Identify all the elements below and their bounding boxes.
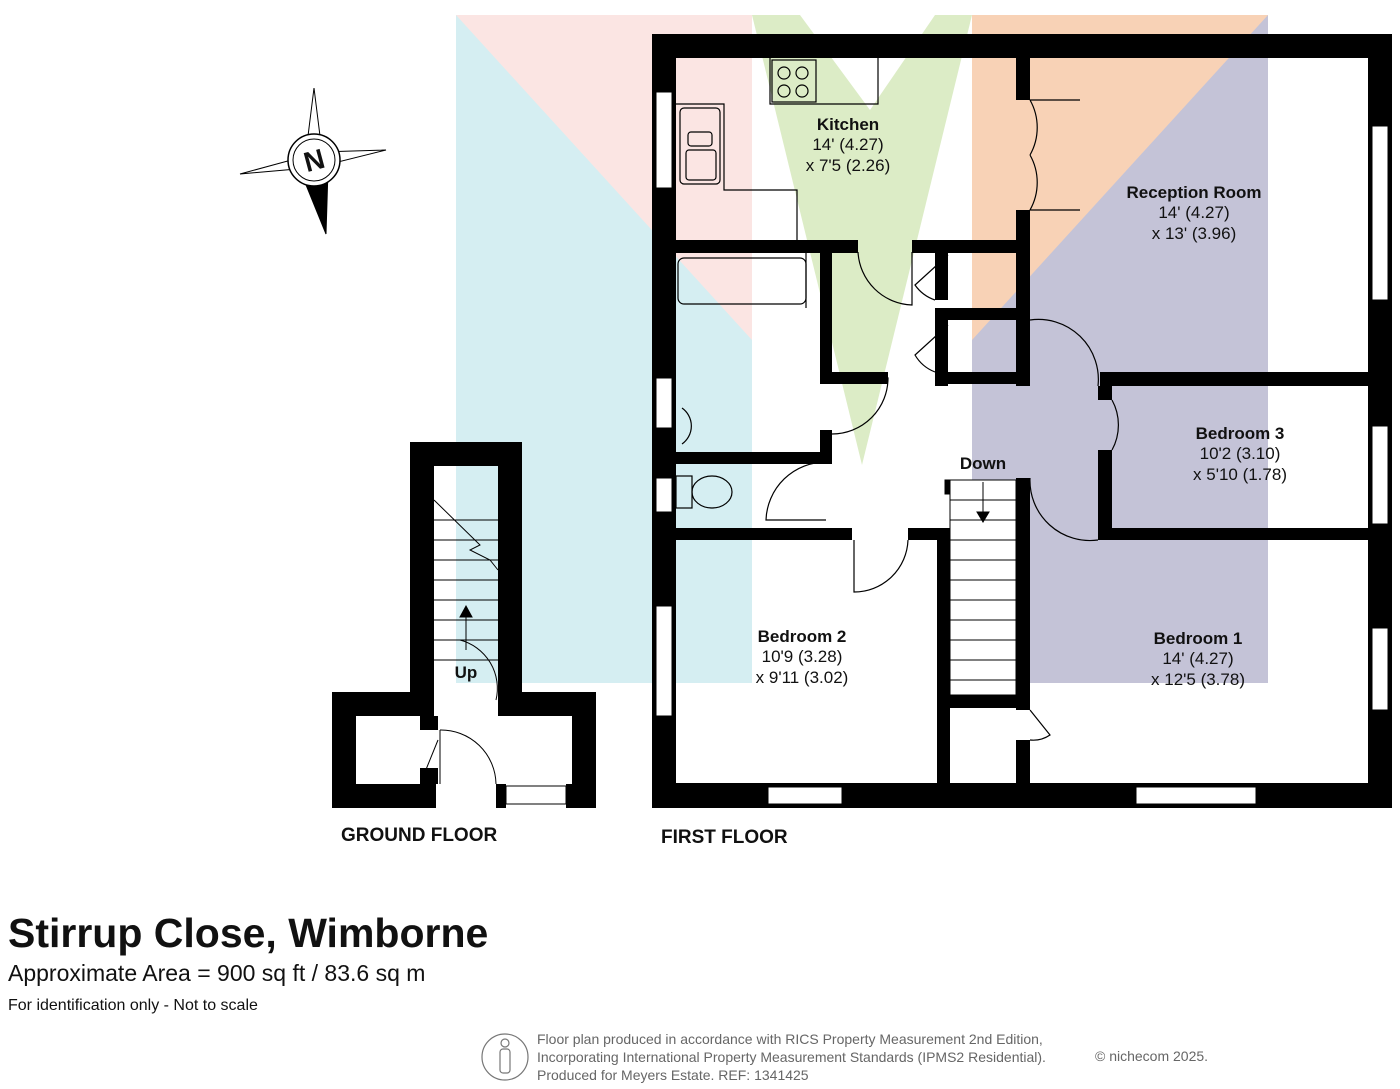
- windows: [655, 91, 1389, 805]
- window: [1371, 627, 1389, 711]
- bedroom2-dim2: x 9'11 (3.02): [756, 668, 849, 687]
- ground-floor-label: GROUND FLOOR: [341, 825, 497, 846]
- hob-ring-icon: [777, 66, 791, 80]
- window: [1371, 125, 1389, 301]
- window: [1135, 786, 1257, 805]
- zone-orange: [972, 15, 1268, 340]
- first-floor-label: FIRST FLOOR: [661, 827, 788, 848]
- cupboard-door[interactable]: [914, 324, 949, 373]
- door[interactable]: [857, 251, 913, 306]
- zone-green: [752, 15, 972, 465]
- footer-text: Floor plan produced in accordance with R…: [537, 1030, 1046, 1084]
- cupboard-door[interactable]: [1029, 709, 1051, 741]
- kitchen-dim1: 14' (4.27): [812, 135, 883, 154]
- bedroom2-name: Bedroom 2: [758, 627, 847, 646]
- double-door[interactable]: [1028, 99, 1080, 211]
- front-door[interactable]: [439, 729, 497, 785]
- room-zones: [456, 15, 1268, 683]
- reception-dim2: x 13' (3.96): [1152, 224, 1237, 243]
- stairs-up-label: Up: [455, 663, 478, 682]
- bedroom1-dim1: 14' (4.27): [1162, 649, 1233, 668]
- kitchen-worktop: [676, 103, 798, 240]
- footer-line1: Floor plan produced in accordance with R…: [537, 1031, 1043, 1047]
- door[interactable]: [1029, 477, 1099, 542]
- footer-line3: Produced for Meyers Estate. REF: 1341425: [537, 1067, 809, 1083]
- approximate-area: Approximate Area = 900 sq ft / 83.6 sq m: [8, 960, 426, 986]
- ground-floor-details: [424, 499, 567, 805]
- property-title: Stirrup Close, Wimborne: [8, 910, 489, 956]
- bedroom3-name: Bedroom 3: [1196, 424, 1285, 443]
- room-labels: Kitchen 14' (4.27) x 7'5 (2.26) Receptio…: [341, 115, 1287, 848]
- reception-name: Reception Room: [1126, 183, 1261, 202]
- door[interactable]: [853, 539, 909, 593]
- fixtures: [675, 58, 1119, 741]
- reception-dim1: 14' (4.27): [1158, 203, 1229, 222]
- cupboard-door[interactable]: [914, 254, 949, 301]
- bedroom1-name: Bedroom 1: [1154, 629, 1243, 648]
- window: [505, 785, 567, 805]
- copyright: © nichecom 2025.: [1095, 1048, 1209, 1064]
- zone-pink: [456, 15, 752, 340]
- sink-icon: [679, 107, 721, 185]
- footer-line2: Incorporating International Property Mea…: [537, 1049, 1046, 1065]
- bedroom2-dim1: 10'9 (3.28): [762, 647, 843, 666]
- identification-note: For identification only - Not to scale: [8, 997, 258, 1014]
- kitchen-name: Kitchen: [817, 115, 879, 134]
- kitchen-dim2: x 7'5 (2.26): [806, 156, 891, 175]
- bedroom3-dim1: 10'2 (3.10): [1200, 444, 1281, 463]
- window: [655, 91, 673, 189]
- window: [655, 477, 673, 513]
- window: [655, 377, 673, 429]
- cupboard-door[interactable]: [424, 739, 439, 773]
- kitchen-worktop-top: [769, 58, 879, 105]
- door[interactable]: [1029, 318, 1099, 387]
- ground-floor-walls: [332, 442, 596, 808]
- window: [1371, 425, 1389, 525]
- door[interactable]: [831, 377, 889, 435]
- window: [655, 605, 673, 717]
- bedroom1-dim2: x 12'5 (3.78): [1151, 670, 1245, 689]
- door[interactable]: [765, 461, 827, 521]
- stairs-down-label: Down: [960, 454, 1006, 473]
- window: [767, 786, 843, 805]
- basin-icon: [681, 407, 692, 445]
- compass-icon: N: [239, 87, 387, 235]
- stairs-down: [944, 479, 1017, 696]
- door[interactable]: [1111, 399, 1119, 451]
- person-logo-icon: [481, 1033, 529, 1081]
- bedroom3-dim2: x 5'10 (1.78): [1193, 465, 1287, 484]
- hob-icon: [771, 59, 817, 103]
